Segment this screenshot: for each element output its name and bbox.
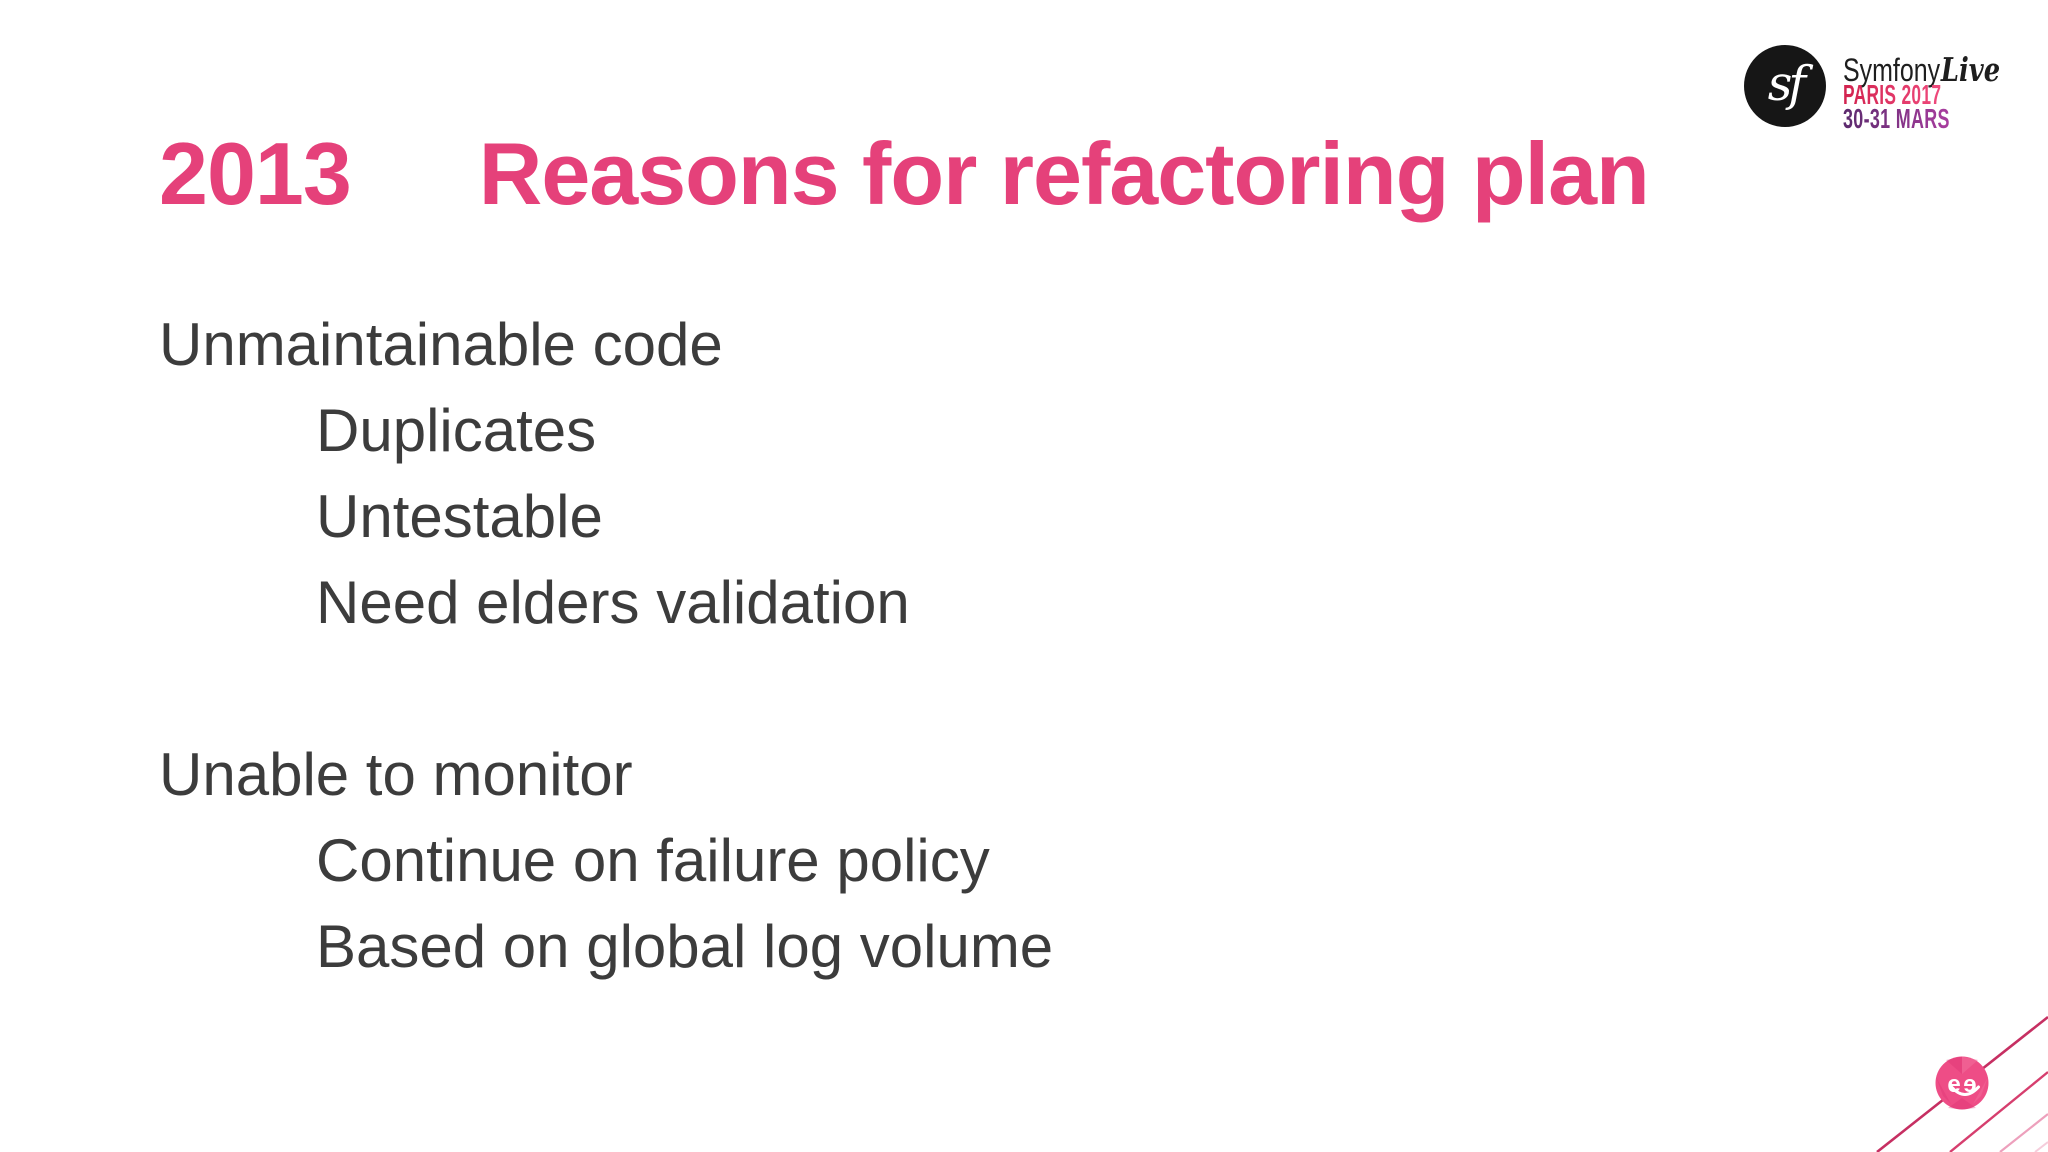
corner-decoration: e e: [1876, 1015, 2048, 1152]
diagonal-stripe-2: [1949, 1071, 2048, 1152]
diagonal-stripe-4: [2034, 1141, 2048, 1152]
event-city-year: PARIS 2017: [1843, 79, 1942, 110]
bullet-item: Based on global log volume: [316, 913, 1054, 980]
bullet-item: Duplicates: [316, 397, 597, 464]
symfony-live-wordmark: SymfonyLive: [1843, 50, 2000, 89]
sf-monogram: sf: [1767, 56, 1806, 112]
bullet-item: Unmaintainable code: [159, 311, 723, 378]
bullet-item: Need elders validation: [316, 569, 910, 636]
ee-heart-logo-icon: e e: [1935, 1056, 1989, 1110]
heart-chin: [1950, 1085, 1980, 1096]
bullet-item: Unable to monitor: [159, 741, 633, 808]
event-dates: 30-31 MARS: [1843, 103, 1950, 134]
title-year: 2013: [159, 124, 352, 223]
bullet-spacer: [159, 646, 1053, 732]
symfony-brand-text: Symfony: [1843, 52, 1941, 88]
symfony-sf-logo-icon: sf: [1744, 45, 1826, 127]
page-title: Reasons for refactoring plan: [478, 124, 1650, 223]
bullet-item: Untestable: [316, 483, 603, 550]
bullet-item: Continue on failure policy: [316, 827, 990, 894]
diagonal-stripe-3: [1999, 1113, 2048, 1152]
symfony-live-script: Live: [1940, 50, 2001, 89]
